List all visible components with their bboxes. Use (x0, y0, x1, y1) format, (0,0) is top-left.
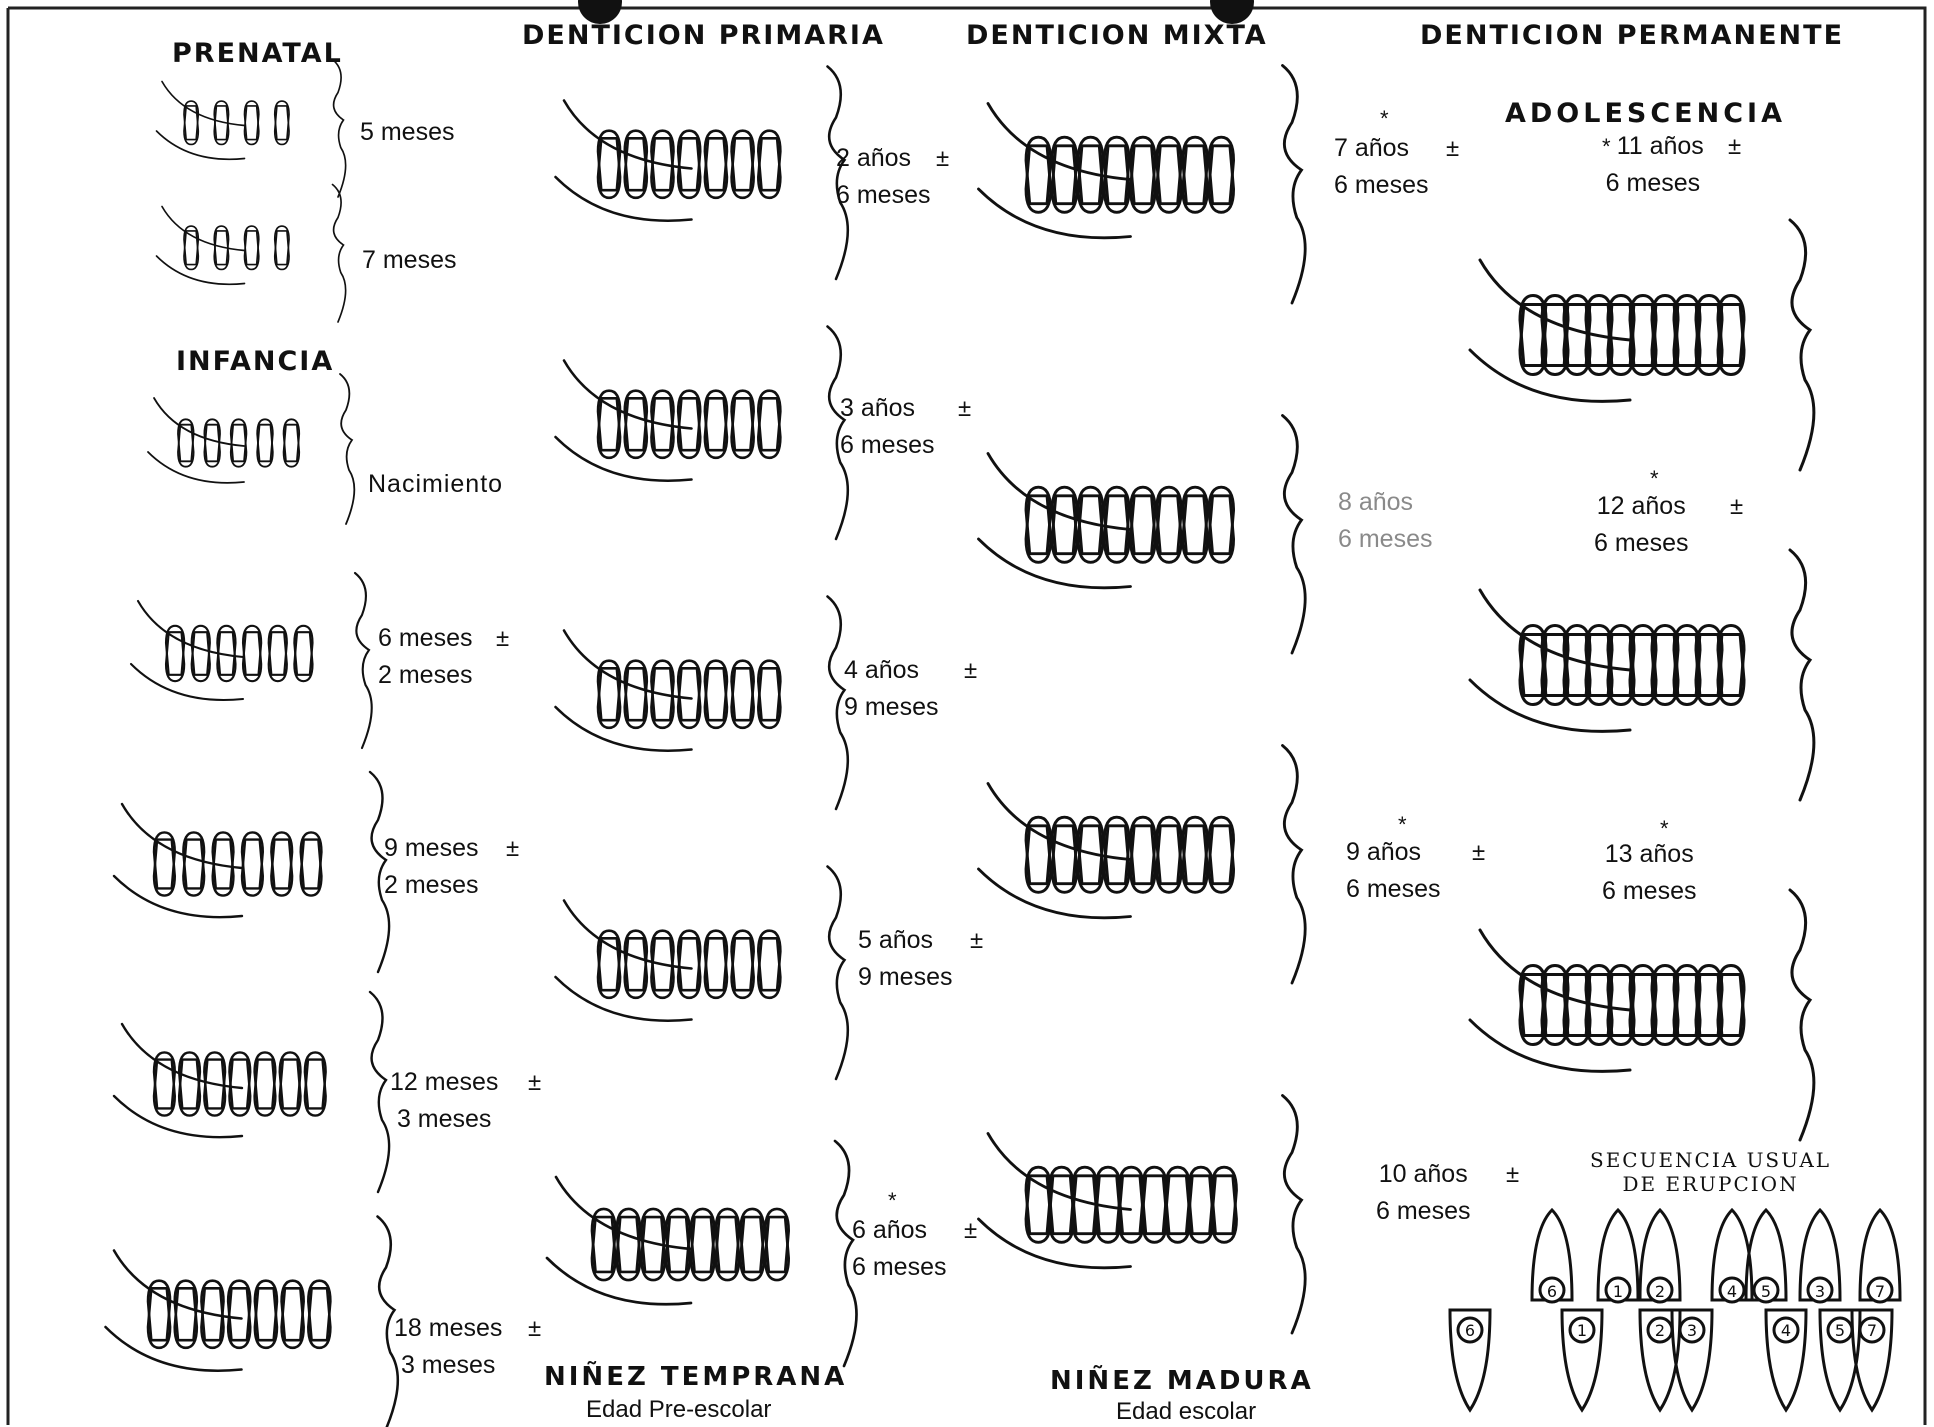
eruption-sequence-teeth: 6 1 2 4 5 3 7 6 1 2 3 4 5 7 (1450, 1210, 1900, 1410)
jaw-mixta-2 (979, 746, 1306, 984)
eruption-order-number: 2 (1655, 1321, 1665, 1340)
header-adolescencia: ADOLESCENCIA (1505, 98, 1786, 129)
age-label-18-meses: 18 meses3 meses ± (394, 1310, 502, 1384)
age-label-3-anos: 3 años6 meses ± (840, 390, 934, 464)
eruption-order-number: 4 (1781, 1321, 1791, 1340)
eruption-order-number: 6 (1465, 1321, 1475, 1340)
face-profile (1790, 550, 1814, 800)
header-denticion-permanente: DENTICION PERMANENTE (1420, 20, 1844, 51)
age-label-6-anos: 6 años6 meses ± (852, 1212, 946, 1286)
eruption-order-number: 4 (1727, 1282, 1737, 1301)
eruption-order-number: 3 (1815, 1282, 1825, 1301)
face-profile (1283, 416, 1306, 654)
eruption-order-number: 5 (1835, 1321, 1845, 1340)
jaw-infancia-4 (114, 772, 389, 972)
jaw-infancia-3 (131, 573, 372, 748)
mandible-outline (148, 452, 244, 483)
mandible-outline (1470, 1020, 1630, 1071)
age-label-13-anos: 13 años6 meses (1602, 836, 1696, 910)
footer-edad-preescolar: Edad Pre-escolar (586, 1396, 771, 1424)
face-profile (1790, 220, 1814, 470)
jaw-infancia-1 (157, 185, 346, 323)
eruption-order-number: 1 (1577, 1321, 1587, 1340)
footer-edad-escolar: Edad escolar (1116, 1398, 1256, 1426)
header-denticion-primaria: DENTICION PRIMARIA (522, 20, 885, 51)
age-label-nacimiento: Nacimiento (368, 466, 503, 503)
eruption-sequence-title: SECUENCIA USUALDE ERUPCION (1590, 1148, 1831, 1196)
footer-ninez-temprana: NIÑEZ TEMPRANA (544, 1362, 847, 1392)
maxilla-outline (988, 1134, 1131, 1210)
face-profile (333, 185, 346, 323)
face-profile (1283, 1096, 1306, 1334)
mandible-outline (157, 256, 245, 284)
maxilla-outline (122, 804, 242, 868)
face-profile (1790, 890, 1814, 1140)
age-label-5-anos: 5 años9 meses ± (858, 922, 952, 996)
age-label-7-anos: 7 años6 meses ± (1334, 130, 1428, 204)
jaw-infancia-6 (105, 1217, 397, 1427)
jaw-mixta-3 (979, 1096, 1306, 1334)
jaw-permanente-2 (1470, 890, 1814, 1140)
header-denticion-mixta: DENTICION MIXTA (966, 20, 1268, 51)
face-profile (340, 374, 354, 524)
jaw-mixta-1 (979, 416, 1306, 654)
jaw-permanente-0 (1470, 220, 1814, 470)
header-infancia: INFANCIA (176, 346, 334, 377)
age-label-9-anos: 9 años6 meses ± (1346, 834, 1440, 908)
jaw-infancia-2 (148, 374, 354, 524)
age-label-4-anos: 4 años9 meses ± (844, 652, 938, 726)
jaw-primaria-2 (556, 597, 848, 810)
maxilla-outline (162, 82, 245, 126)
age-label-5-meses: 5 meses (360, 114, 454, 151)
header-prenatal: PRENATAL (172, 38, 343, 69)
mandible-outline (157, 131, 245, 159)
jaw-primaria-4 (547, 1141, 857, 1366)
face-profile (333, 60, 346, 198)
face-profile (355, 573, 372, 748)
mandible-outline (1470, 350, 1630, 401)
eruption-order-number: 7 (1875, 1282, 1885, 1301)
footer-ninez-madura: NIÑEZ MADURA (1050, 1366, 1314, 1396)
face-profile (370, 992, 389, 1192)
eruption-order-number: 2 (1655, 1282, 1665, 1301)
face-profile (1283, 746, 1306, 984)
jaw-infancia-0 (157, 60, 346, 198)
age-label-10-anos: 10 años6 meses ± (1376, 1156, 1470, 1230)
jaw-primaria-0 (556, 67, 848, 280)
asterisk-marker: * (1380, 106, 1389, 132)
jaw-infancia-5 (114, 992, 389, 1192)
age-label-7-meses: 7 meses (362, 242, 456, 279)
eruption-order-number: 1 (1613, 1282, 1623, 1301)
jaw-primaria-1 (556, 327, 848, 540)
age-label-11-anos: * 11 años6 meses ± (1602, 128, 1704, 202)
jaw-primaria-3 (556, 867, 848, 1080)
age-label-12-anos: 12 años6 meses ± (1594, 488, 1688, 562)
eruption-order-number: 3 (1687, 1321, 1697, 1340)
eruption-order-number: 6 (1547, 1282, 1557, 1301)
mandible-outline (1470, 680, 1630, 731)
jaw-permanente-1 (1470, 550, 1814, 800)
asterisk-marker: * (888, 1188, 897, 1214)
age-label-8-anos: 8 años6 meses (1338, 484, 1432, 558)
face-profile (1283, 65, 1306, 303)
maxilla-outline (138, 601, 243, 657)
maxilla-outline (162, 207, 245, 251)
age-label-9-meses: 9 meses2 meses ± (384, 830, 478, 904)
age-label-6-meses: 6 meses2 meses ± (378, 620, 472, 694)
eruption-order-number: 7 (1867, 1321, 1877, 1340)
jaw-mixta-0 (979, 65, 1306, 303)
face-profile (828, 867, 848, 1080)
eruption-order-number: 5 (1761, 1282, 1771, 1301)
